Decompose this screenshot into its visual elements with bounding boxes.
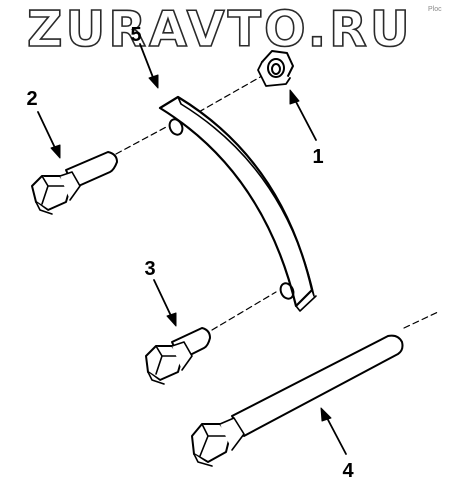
arrow-4 (320, 407, 347, 455)
callout-4: 4 (342, 460, 354, 482)
arrow-3 (153, 279, 177, 327)
curved-bracket (158, 95, 317, 312)
short-bolt-upper (31, 151, 118, 215)
bracket-lower-hole (279, 282, 295, 300)
center-lines (115, 75, 439, 331)
arrow-2 (37, 111, 61, 159)
callout-2: 2 (26, 88, 38, 110)
callout-5: 5 (130, 24, 142, 46)
watermark: ZURAVTO.RU (26, 1, 413, 59)
arrow-5 (139, 43, 159, 89)
short-bolt-lower (145, 327, 211, 385)
long-bolt (191, 334, 404, 467)
arrow-1 (289, 89, 317, 141)
corner-mark: Ploc (428, 6, 442, 13)
leader-arrows (37, 43, 347, 455)
callout-3: 3 (144, 258, 156, 280)
flange-nut (257, 50, 294, 87)
bracket-upper-hole (168, 118, 184, 136)
callout-1: 1 (312, 146, 324, 168)
